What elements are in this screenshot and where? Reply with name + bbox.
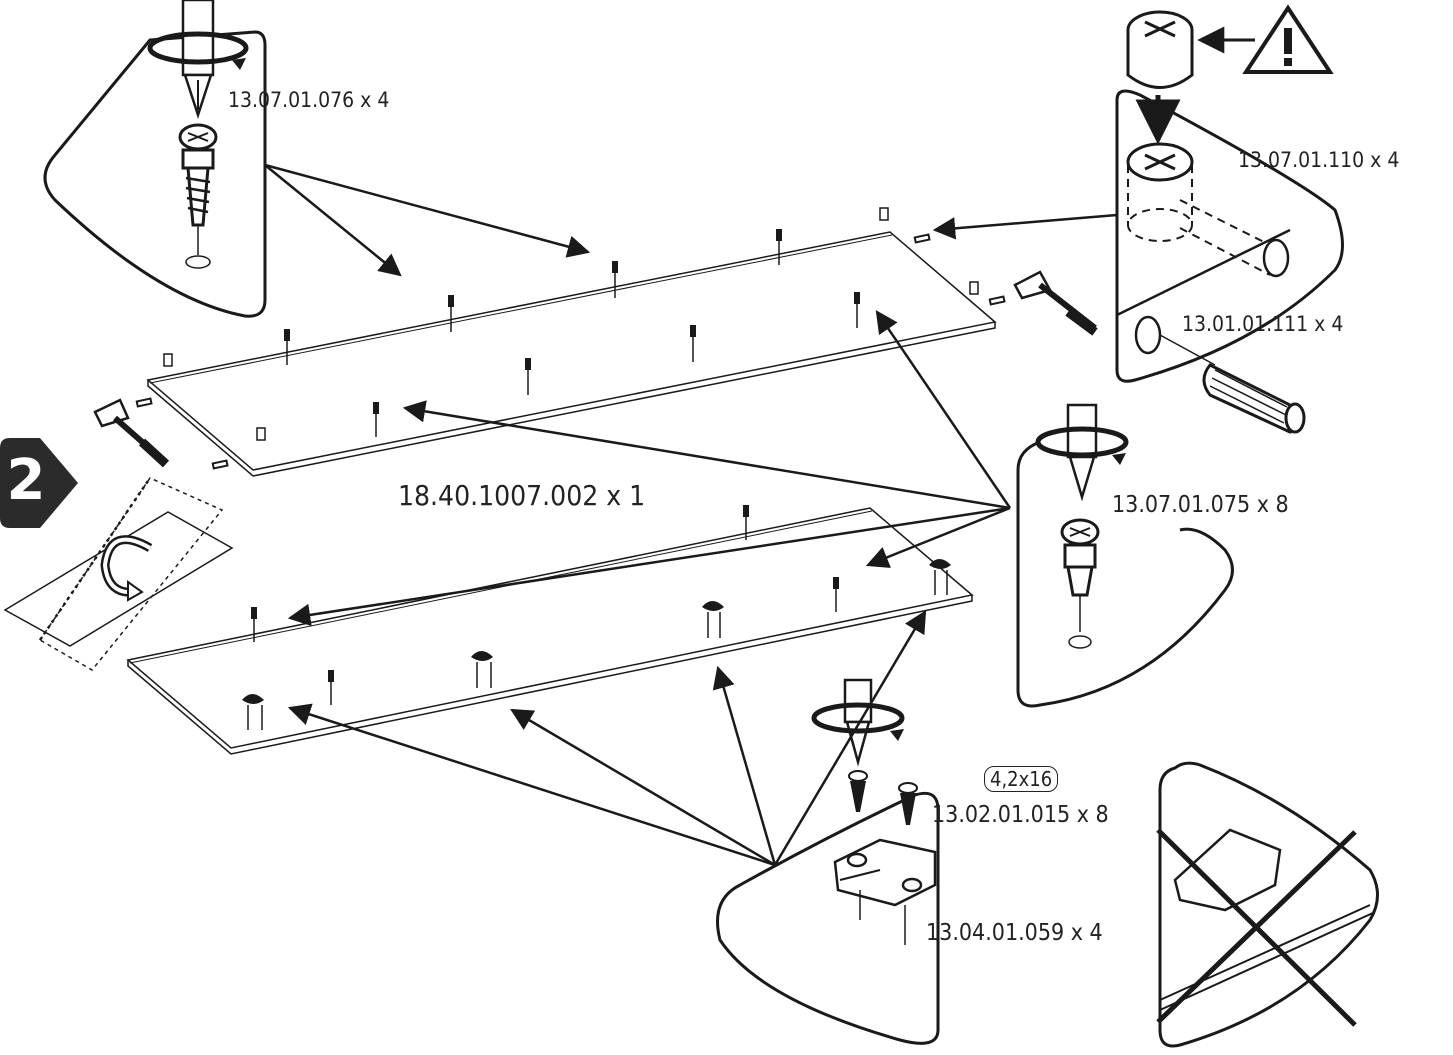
hinge-plate-part <box>833 838 937 945</box>
screw-076 <box>178 123 218 269</box>
not-allowed-cross-icon <box>1156 828 1357 1027</box>
label-dowel: 13.01.01.111 x 4 <box>1182 312 1344 336</box>
label-top-screw: 13.07.01.076 x 4 <box>228 88 390 112</box>
callout-wrong-orientation <box>1156 761 1379 1048</box>
rotate-icon <box>147 31 249 70</box>
screwdriver-icon <box>843 678 873 767</box>
dowel-part <box>1202 363 1306 434</box>
callout-top-screw <box>43 0 267 318</box>
label-mid-screw: 13.07.01.075 x 8 <box>1112 492 1289 518</box>
cam-lock-part <box>1126 10 1194 89</box>
rotate-icon <box>100 535 153 602</box>
screw-size-box: 4,2x16 <box>984 766 1059 792</box>
flip-panel-icon <box>3 477 234 671</box>
rotate-icon <box>1035 426 1129 465</box>
label-hinge-plate: 13.04.01.059 x 4 <box>926 920 1103 946</box>
step-badge <box>0 438 78 528</box>
step-number: 2 <box>6 448 46 513</box>
callout-cam-lock <box>1013 4 1344 434</box>
panel-lower <box>126 505 974 755</box>
label-panel: 18.40.1007.002 x 1 <box>398 479 646 512</box>
hammer-icon <box>1013 270 1098 336</box>
screwdriver-icon <box>1066 403 1098 502</box>
callout-mid-screw <box>1016 403 1234 708</box>
screw-075 <box>1060 518 1100 649</box>
pointer-arrows <box>264 163 1118 867</box>
panel-upper <box>135 207 1006 477</box>
label-cam-lock: 13.07.01.110 x 4 <box>1238 148 1400 172</box>
warning-icon <box>1242 4 1334 74</box>
label-wood-screw: 13.02.01.015 x 8 <box>932 802 1109 828</box>
rotate-icon <box>811 702 905 741</box>
hammer-icon <box>93 398 170 468</box>
callout-hinge-plate <box>716 678 940 1045</box>
screwdriver-icon <box>181 0 215 120</box>
wood-screw <box>848 770 918 825</box>
label-screw-size: 4,2x16 <box>984 766 1059 792</box>
